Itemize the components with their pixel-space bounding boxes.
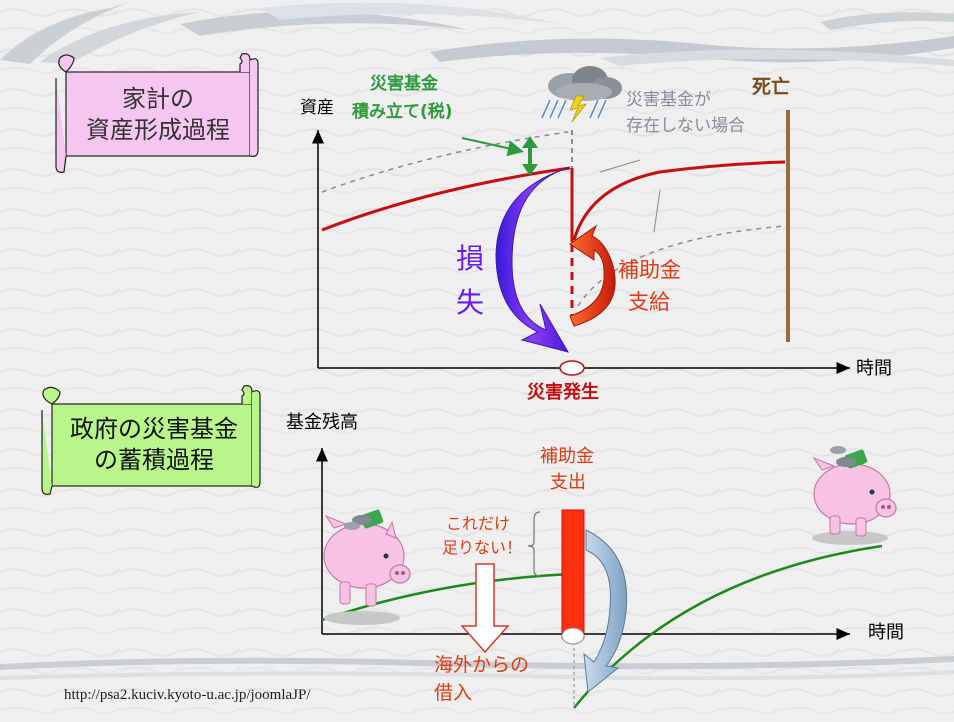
government-scroll-box xyxy=(41,385,261,495)
household-scroll-box xyxy=(55,53,259,173)
payout-label-line2: 支出 xyxy=(550,472,586,493)
household-box-title-line2: 資産形成過程 xyxy=(86,116,230,145)
household-time-axis-label: 時間 xyxy=(856,358,892,379)
borrow-label-line2: 借入 xyxy=(434,682,473,704)
money-bag-icon xyxy=(830,446,868,469)
subsidy-label-line2: 支給 xyxy=(628,290,670,314)
piggy-bank-icon xyxy=(323,514,411,625)
fund-label-line1: 災害基金 xyxy=(370,74,438,94)
household-box-title: 家計の 資産形成過程 xyxy=(70,84,246,146)
asset-curves xyxy=(321,160,786,318)
fund-balance-axis-label: 基金残高 xyxy=(286,412,358,433)
fund-contribution-arrow xyxy=(461,136,538,176)
bottom-wave-decoration xyxy=(0,656,954,681)
government-time-axis-label: 時間 xyxy=(868,622,904,643)
subsidy-arrow xyxy=(569,224,616,327)
payout-label-line1: 補助金 xyxy=(540,446,594,467)
payout-marker xyxy=(561,627,585,645)
government-box-title-line1: 政府の災害基金 xyxy=(70,415,238,443)
storm-cloud-icon xyxy=(541,66,622,123)
government-box-title: 政府の災害基金 の蓄積過程 xyxy=(54,414,254,476)
asset-axis-label: 資産 xyxy=(300,98,334,118)
source-url: http://psa2.kuciv.kyoto-u.ac.jp/joomlaJP… xyxy=(64,687,311,703)
loss-label-char2: 失 xyxy=(456,286,485,319)
shortfall-brace xyxy=(527,511,541,577)
piggy-bank-icon xyxy=(812,456,897,545)
down-arrow-icon xyxy=(460,563,510,654)
money-bag-icon xyxy=(344,509,384,530)
loss-label-char1: 損 xyxy=(456,242,485,275)
payout-bar xyxy=(561,509,585,639)
top-wave-decoration xyxy=(0,2,954,66)
subsidy-label-line1: 補助金 xyxy=(618,258,681,282)
shortfall-label-line2: 足りない！ xyxy=(442,538,523,557)
disaster-marker xyxy=(559,360,585,376)
no-fund-curves xyxy=(321,130,786,307)
government-box-title-line2: の蓄積過程 xyxy=(94,446,214,475)
disaster-label: 災害発生 xyxy=(527,382,599,403)
borrow-label-line1: 海外からの xyxy=(434,654,530,676)
no-fund-label-line1: 災害基金が xyxy=(626,90,711,110)
household-box-title-line1: 家計の xyxy=(122,85,194,113)
no-fund-label-line2: 存在しない場合 xyxy=(626,116,745,136)
loss-arrow xyxy=(495,167,570,353)
borrowing-arrow xyxy=(583,529,628,693)
death-label: 死亡 xyxy=(752,76,791,98)
government-axes xyxy=(316,448,850,640)
shortfall-label-line1: これだけ xyxy=(446,514,511,533)
fund-label-line2: 積み立て(税) xyxy=(352,102,453,122)
